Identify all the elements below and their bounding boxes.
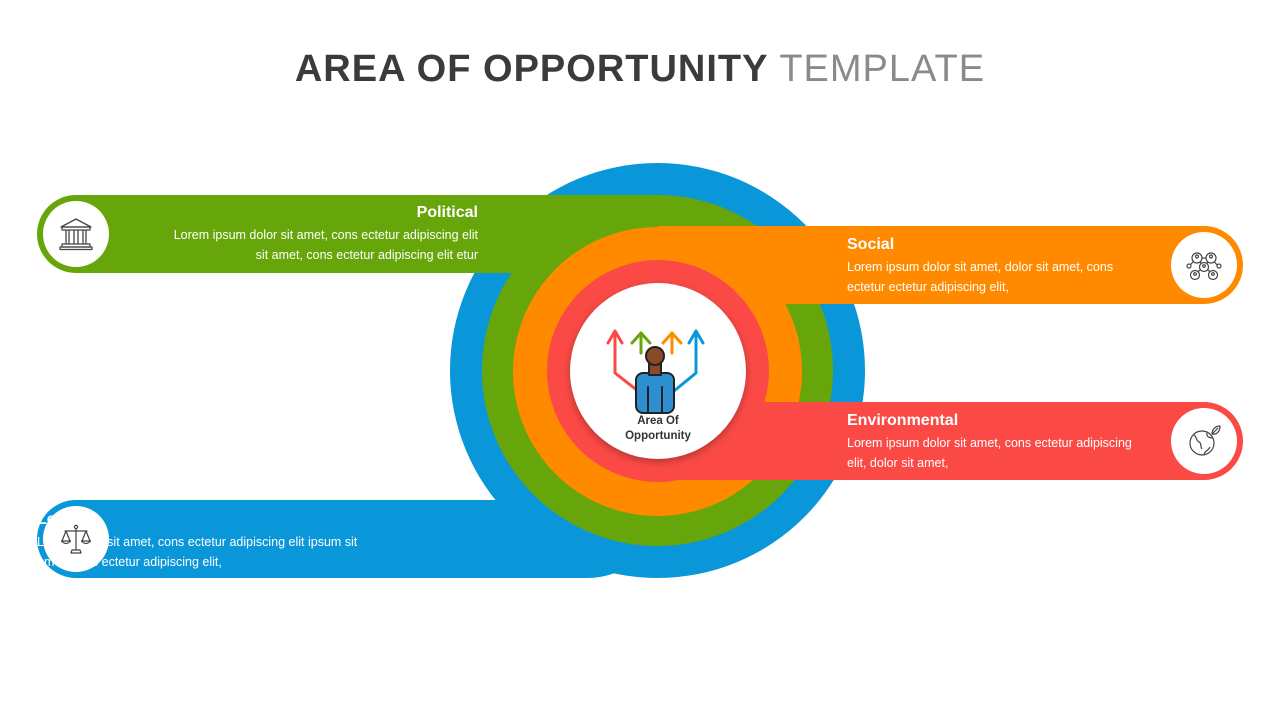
environmental-icon-circle bbox=[1171, 408, 1237, 474]
center-label-line2: Opportunity bbox=[625, 430, 691, 442]
political-band: Political Lorem ipsum dolor sit amet, co… bbox=[37, 195, 657, 273]
political-icon-circle bbox=[43, 201, 109, 267]
person-arrows-icon bbox=[606, 329, 705, 414]
legal-icon-circle bbox=[43, 506, 109, 572]
environmental-desc-line2: elit, dolor sit amet, bbox=[847, 456, 949, 470]
title-light: TEMPLATE bbox=[779, 48, 986, 90]
center-label: Area Of Opportunity bbox=[570, 414, 746, 444]
political-desc-line1: Lorem ipsum dolor sit amet, cons ectetur… bbox=[173, 228, 478, 242]
social-network-icon bbox=[1186, 252, 1222, 281]
globe-leaf-icon bbox=[1189, 425, 1221, 456]
page-title: AREA OF OPPORTUNITY TEMPLATE bbox=[0, 44, 1280, 94]
political-desc-line2: sit amet, cons ectetur adipiscing elit e… bbox=[255, 248, 478, 262]
social-icon-circle bbox=[1171, 232, 1237, 298]
environmental-desc-line1: Lorem ipsum dolor sit amet, cons ectetur… bbox=[847, 436, 1132, 450]
social-band: Social Lorem ipsum dolor sit amet, dolor… bbox=[658, 226, 1243, 304]
legal-desc-line1: Lorem dolor sit amet, cons ectetur adipi… bbox=[37, 535, 358, 549]
environmental-title: Environmental bbox=[847, 412, 959, 429]
environmental-band: Environmental Lorem ipsum dolor sit amet… bbox=[658, 402, 1243, 480]
title-bold: AREA OF OPPORTUNITY bbox=[294, 48, 769, 90]
social-title: Social bbox=[847, 236, 895, 253]
legal-band: Legal Lorem dolor sit amet, cons ectetur… bbox=[37, 500, 657, 578]
center-label-line1: Area Of bbox=[637, 415, 679, 427]
social-desc-line2: ectetur ectetur adipiscing elit, bbox=[847, 280, 1009, 294]
government-building-icon bbox=[59, 218, 93, 251]
scales-of-justice-icon bbox=[60, 524, 92, 554]
center-circle: Area Of Opportunity bbox=[570, 283, 746, 459]
political-title: Political bbox=[416, 204, 478, 221]
social-desc-line1: Lorem ipsum dolor sit amet, dolor sit am… bbox=[847, 260, 1114, 274]
